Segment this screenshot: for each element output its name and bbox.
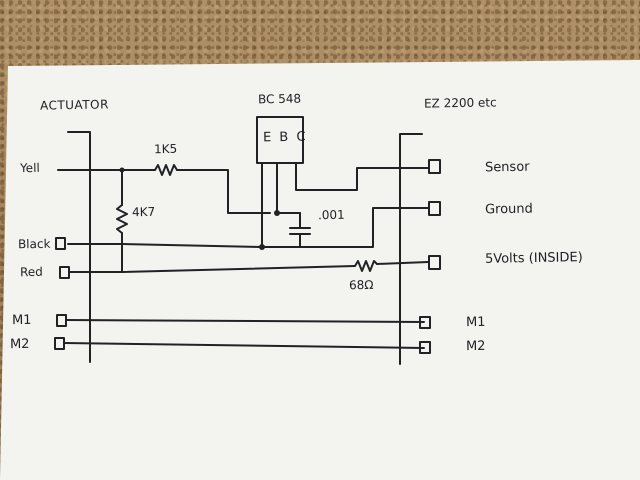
r3-value-label: 68Ω	[348, 277, 374, 293]
transistor-pins-label: E B C	[262, 129, 308, 146]
yell-junction	[119, 167, 125, 173]
controller-box	[399, 133, 423, 365]
resistor-1k5	[154, 164, 178, 176]
m1-wire	[65, 319, 425, 323]
collector-to-sensor-wire	[295, 162, 429, 191]
terminal-red	[59, 266, 70, 279]
m1-left-label: M1	[11, 312, 32, 329]
base-junction	[274, 210, 280, 216]
m2-left-label: M2	[9, 336, 30, 353]
terminal-m2-right	[419, 341, 431, 354]
m1-right-label: M1	[465, 314, 486, 331]
transistor-box	[256, 116, 304, 164]
ground-wire	[67, 207, 429, 248]
resistor-4k7	[116, 204, 128, 234]
red-wire	[69, 265, 356, 273]
ground-junction	[259, 244, 265, 250]
terminal-5v	[428, 255, 441, 270]
resistor-68	[354, 260, 378, 272]
cap-value-label: .001	[317, 207, 345, 223]
black-label: Black	[17, 236, 51, 252]
ground-label: Ground	[484, 201, 533, 218]
yell-label: Yell	[19, 160, 40, 176]
r1-value-label: 1K5	[153, 141, 178, 157]
m2-wire	[63, 342, 425, 349]
terminal-sensor	[428, 159, 441, 174]
terminal-m1-right	[419, 316, 431, 329]
five-volts-label: 5Volts (INSIDE)	[484, 250, 583, 267]
actuator-label: ACTUATOR	[39, 97, 110, 113]
paper-sheet	[0, 60, 640, 480]
transistor-label: BC 548	[257, 91, 302, 107]
red-label: Red	[19, 264, 43, 280]
terminal-m2-left	[54, 337, 65, 350]
m2-right-label: M2	[465, 338, 486, 355]
terminal-ground	[428, 201, 441, 216]
actuator-box	[67, 131, 91, 363]
terminal-black	[55, 237, 66, 250]
terminal-m1-left	[56, 314, 67, 327]
sensor-label: Sensor	[484, 159, 530, 176]
controller-label: EZ 2200 etc	[423, 95, 497, 111]
base-wire	[176, 169, 271, 214]
five-volt-wire	[376, 261, 429, 265]
r2-value-label: 4K7	[131, 204, 156, 220]
